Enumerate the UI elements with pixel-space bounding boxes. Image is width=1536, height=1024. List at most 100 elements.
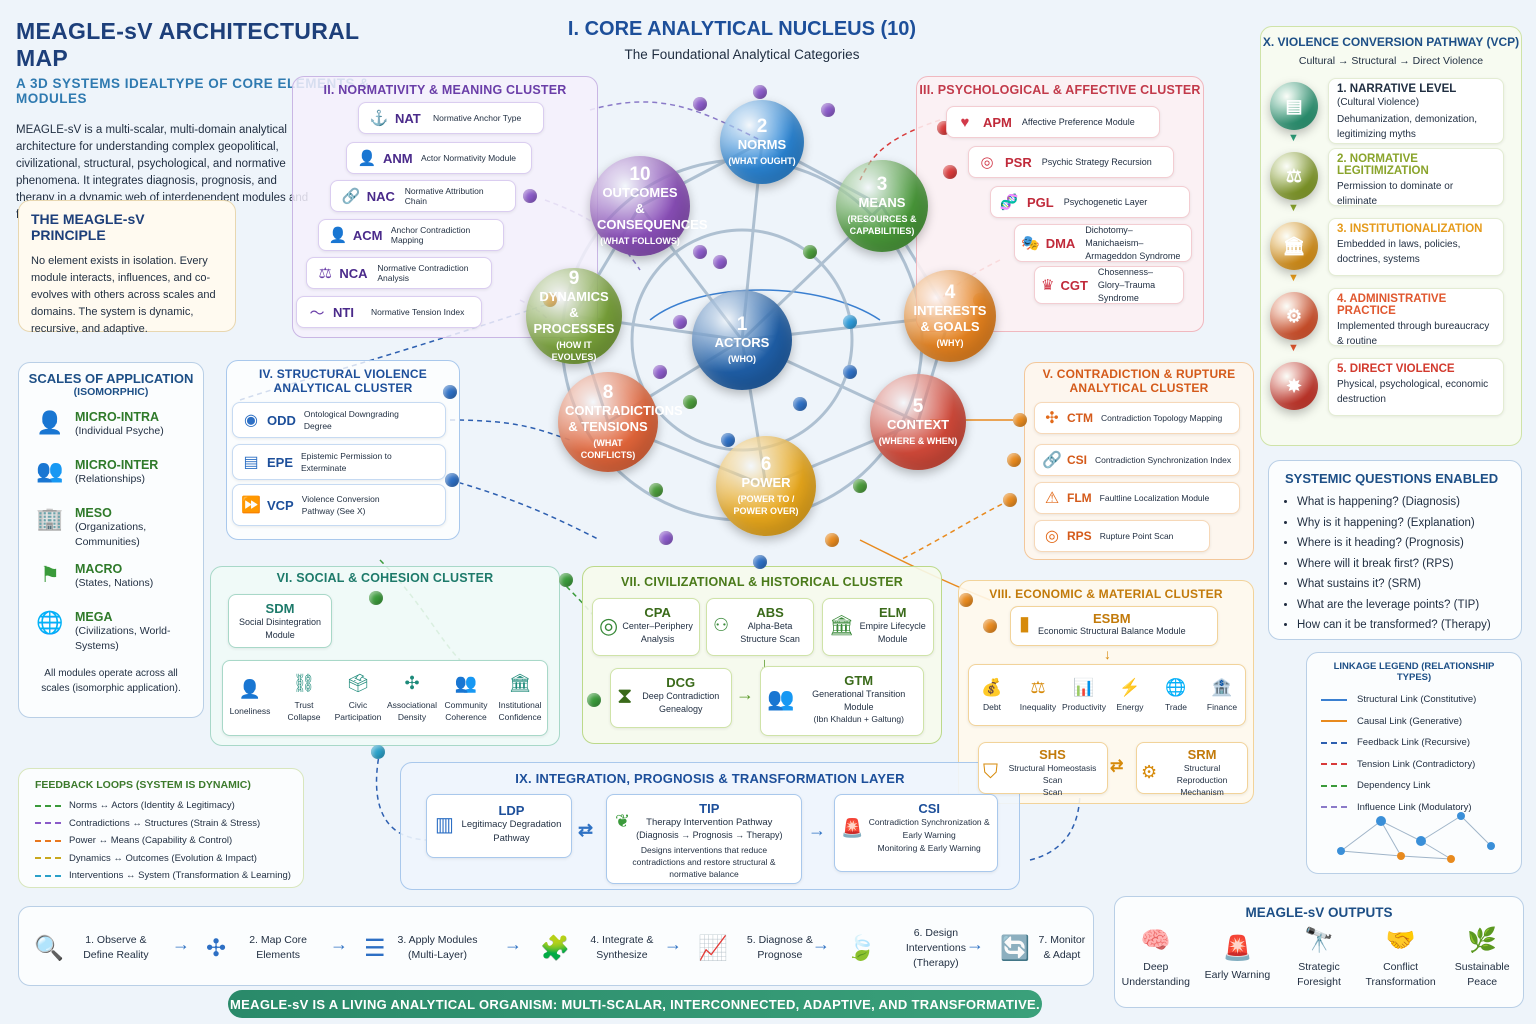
process-step[interactable]: 🔄7. Monitor & Adapt — [1000, 928, 1086, 968]
output-label: Early Warning — [1204, 968, 1271, 981]
network-icon: ✣ — [404, 673, 420, 693]
cpa-card[interactable]: ◎ CPA Center–Periphery Analysis — [592, 598, 700, 656]
process-step[interactable]: 🔍1. Observe & Define Reality — [34, 928, 160, 968]
process-step[interactable]: 🧩4. Integrate & Synthesize — [540, 928, 666, 968]
social-factor[interactable]: ⛓Trust Collapse — [278, 673, 330, 723]
question-item: What is happening? (Diagnosis) — [1297, 492, 1521, 513]
econ-factor[interactable]: 🌐 Trade — [1154, 678, 1198, 712]
arrow-down-icon: ↓ — [760, 654, 769, 674]
econ-factor-label: Trade — [1165, 702, 1187, 712]
module-code: PSR — [1005, 154, 1032, 170]
social-factor[interactable]: 🏛Institutional Confidence — [494, 673, 546, 723]
process-step[interactable]: ✣2. Map Core Elements — [206, 928, 322, 968]
module-name: Contradiction Topology Mapping — [1101, 413, 1223, 423]
question-item: Why is it happening? (Explanation) — [1297, 513, 1521, 534]
module-code: ACM — [352, 227, 383, 243]
elm-code: ELM — [878, 605, 907, 620]
gtm-card[interactable]: 👥 GTM Generational Transition Module (Ib… — [760, 666, 924, 736]
scale-desc: (Relationships) — [75, 473, 146, 485]
process-step[interactable]: 📈5. Diagnose & Prognose — [698, 928, 824, 968]
trend-chart-icon: 📈 — [698, 934, 728, 962]
shs-card[interactable]: ⛉ SHS Structural Homeostasis Scan Scan — [978, 742, 1108, 797]
node-question: (WHERE & WHEN) — [878, 436, 958, 446]
output-item[interactable]: 🧠Deep Understanding — [1119, 926, 1193, 990]
legend-line-icon — [1321, 806, 1347, 809]
junction-node — [843, 315, 857, 329]
module-code: EPE — [267, 454, 294, 470]
esbm-card[interactable]: ▮ ESBM Economic Structural Balance Modul… — [1010, 606, 1218, 646]
social-factor[interactable]: 👥Community Coherence — [440, 673, 492, 723]
output-item[interactable]: 🔭Strategic Foresight — [1282, 926, 1356, 990]
ldp-card[interactable]: ▥ LDP Legitimacy Degradation Pathway — [426, 794, 572, 858]
tip-desc: Designs interventions that reduce contra… — [632, 845, 776, 879]
csi-card[interactable]: 🚨 CSI Contradiction Synchronization & Ea… — [834, 794, 998, 872]
elm-card[interactable]: 🏛 ELM Empire Lifecycle Module — [822, 598, 934, 656]
social-factor[interactable]: 🗳Civic Participation — [332, 673, 384, 723]
output-item[interactable]: 🤝Conflict Transformation — [1364, 926, 1438, 990]
output-item[interactable]: 🚨Early Warning — [1200, 934, 1274, 983]
junction-node — [445, 473, 459, 487]
dcg-card[interactable]: ⧗ DCG Deep Contradiction Genealogy — [610, 668, 732, 728]
econ-factor[interactable]: ⚖Inequality — [1016, 678, 1060, 712]
node-number: 6 — [760, 454, 772, 475]
econ-factor[interactable]: ⚡Energy — [1108, 678, 1152, 712]
srm-card[interactable]: ⚙ SRM Structural Reproduction Mechanism — [1136, 742, 1248, 797]
tip-card[interactable]: ❦ TIP Therapy Intervention Pathway (Diag… — [606, 794, 802, 884]
social-factor-label: Community Coherence — [444, 700, 488, 722]
globe-icon: 🌐 — [1165, 678, 1187, 697]
process-step[interactable]: ☰3. Apply Modules (Multi-Layer) — [364, 928, 482, 968]
output-item[interactable]: 🌿Sustainable Peace — [1445, 926, 1519, 990]
process-step[interactable]: 🍃6. Design Interventions (Therapy) — [846, 927, 988, 969]
econ-factor[interactable]: 📊Productivity — [1062, 678, 1106, 712]
econ-factor[interactable]: 💰Debt — [970, 678, 1014, 712]
module-name: Psychogenetic Layer — [1063, 196, 1148, 207]
abs-card[interactable]: ⚇ ABS Alpha-Beta Structure Scan — [706, 598, 814, 656]
process-step-label: 1. Observe & Define Reality — [83, 934, 149, 961]
chat-icon: ▤ — [243, 454, 259, 471]
person-icon: 👤 — [36, 410, 64, 435]
social-factor[interactable]: ✣Associational Density — [386, 673, 438, 723]
shs-extra: Scan — [1042, 787, 1063, 797]
flag-icon: ⚑ — [40, 562, 60, 587]
person-icon: 👤 — [328, 227, 348, 244]
econ-factor[interactable]: 🏦Finance — [1200, 678, 1244, 712]
shs-name: Structural Homeostasis Scan — [1008, 763, 1097, 785]
vcp-step[interactable]: 1. NARRATIVE LEVEL(Cultural Violence)Deh… — [1328, 78, 1504, 144]
module-code: NTI — [333, 304, 354, 320]
gtm-name: Generational Transition Module — [812, 689, 906, 712]
social-factor[interactable]: 👤Loneliness — [224, 679, 276, 717]
sdm-card[interactable]: SDM Social Disintegration Module — [228, 594, 332, 648]
eye-icon: ◉ — [244, 412, 258, 429]
